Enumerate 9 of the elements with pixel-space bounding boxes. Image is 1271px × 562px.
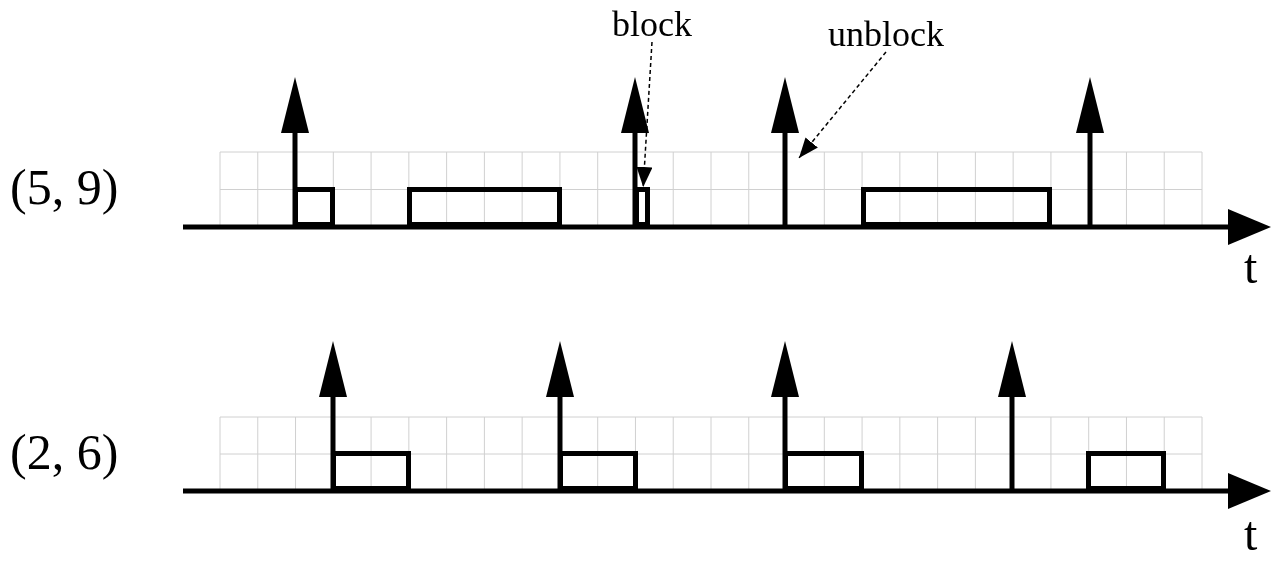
leader-line	[798, 51, 887, 159]
axis-label: t	[1244, 510, 1258, 558]
execution-box	[861, 187, 1052, 227]
leader-line	[636, 41, 653, 188]
execution-box	[407, 187, 562, 227]
annotation-text: unblock	[828, 16, 944, 52]
execution-box	[1086, 451, 1166, 491]
annotation-text: block	[612, 6, 692, 42]
axis-label: t	[1244, 243, 1258, 291]
